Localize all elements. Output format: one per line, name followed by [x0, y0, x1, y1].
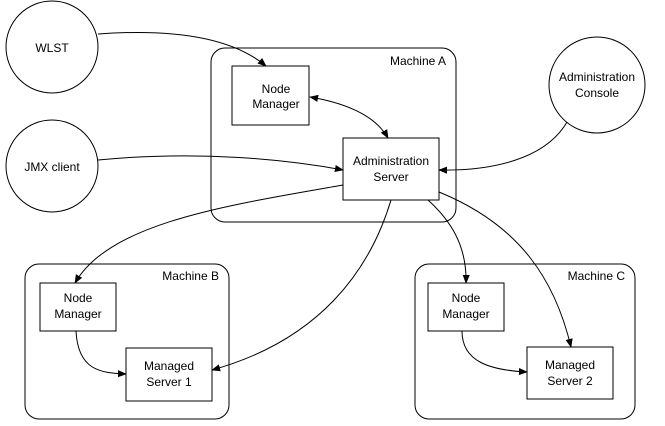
- arrow-node-manager-b-to-managed-server-1: [75, 330, 127, 378]
- arrow-admin-server-to-node-manager-b: [74, 184, 344, 284]
- arrow-wlst-to-node-manager-a: [97, 32, 267, 67]
- arrow-admin-server-to-managed-server-2: [438, 191, 573, 348]
- arrow-node-manager-a-admin-server: [309, 94, 389, 139]
- arrow-node-manager-c-to-managed-server-2: [461, 330, 528, 376]
- node-manager-b-line1: Node: [64, 291, 93, 305]
- administration-server-line1: Administration: [353, 154, 429, 168]
- arrow-admin-server-to-node-manager-c: [427, 199, 470, 284]
- node-manager-b-line2: Manager: [54, 307, 101, 321]
- managed-server-1-line1: Managed: [144, 359, 194, 373]
- managed-server-1: Managed Server 1: [125, 347, 213, 402]
- node-manager-c: Node Manager: [427, 282, 505, 332]
- wlst-node: WLST: [5, 0, 99, 94]
- machine-b-label: Machine B: [162, 269, 219, 283]
- node-manager-a: Node Manager: [231, 65, 310, 126]
- arrow-jmx-to-admin-server: [97, 155, 344, 173]
- administration-server: Administration Server: [342, 137, 440, 201]
- node-manager-a-line1: Node: [262, 82, 291, 96]
- node-manager-b: Node Manager: [39, 282, 117, 332]
- managed-server-2: Managed Server 2: [526, 346, 614, 400]
- node-manager-c-line1: Node: [452, 291, 481, 305]
- machine-c-label: Machine C: [568, 269, 626, 283]
- administration-server-line2: Server: [373, 170, 408, 184]
- arrow-admin-server-to-managed-server-1: [211, 199, 392, 372]
- arrow-console-to-admin-server: [438, 121, 568, 174]
- managed-server-1-line2: Server 1: [146, 375, 192, 389]
- administration-console-label-line2: Console: [575, 86, 619, 100]
- wlst-label: WLST: [35, 41, 69, 55]
- machine-a-label: Machine A: [390, 54, 446, 68]
- administration-console-label-line1: Administration: [559, 70, 635, 84]
- managed-server-2-line2: Server 2: [547, 374, 593, 388]
- node-manager-c-line2: Manager: [442, 307, 489, 321]
- node-manager-a-line2: Manager: [252, 97, 299, 111]
- jmx-client-node: JMX client: [5, 119, 99, 213]
- managed-server-2-line1: Managed: [545, 358, 595, 372]
- administration-console-node: Administration Console: [548, 36, 646, 134]
- jmx-client-label: JMX client: [24, 160, 80, 174]
